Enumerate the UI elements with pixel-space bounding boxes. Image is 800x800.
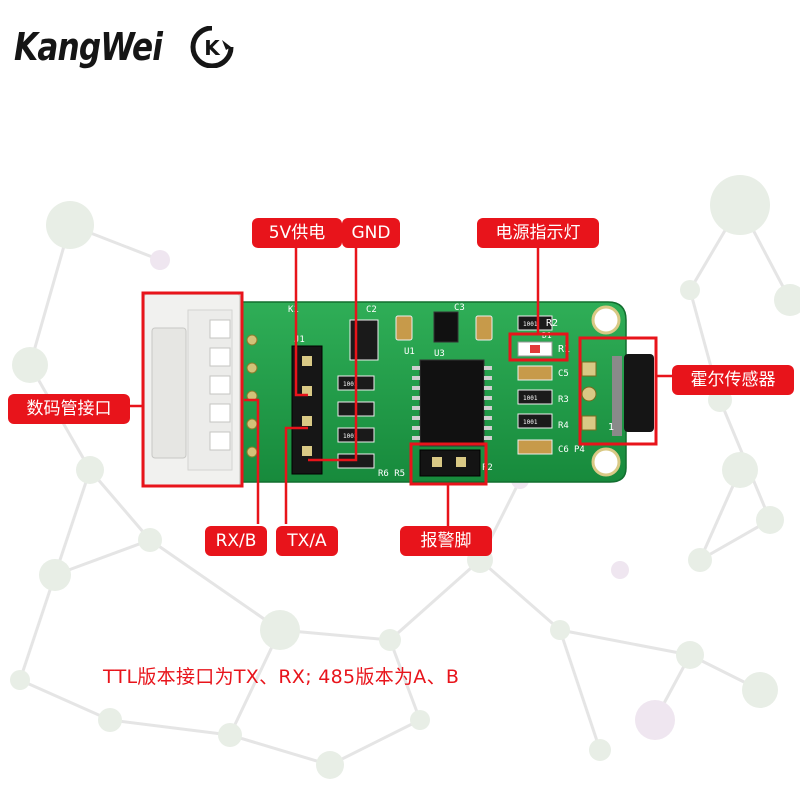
label-rx-b: RX/B [205,526,267,556]
display-connector [143,293,241,487]
right-components [517,315,553,455]
cap-c2 [395,315,413,341]
line-5v [294,248,308,397]
mark-p4: P4 [574,445,585,455]
brand-wordmark: KangWei [14,25,163,69]
label-tx-a: TX/A [276,526,338,556]
highlight-power-led [508,332,569,362]
mark-res-d: 1001 [343,381,358,388]
brand-logo: KangWei K [14,22,234,72]
brand-mark-letter: K [204,36,221,60]
mark-hall-1: 1 [608,422,614,433]
label-alarm-pin: 报警脚 [400,526,492,556]
mark-r2: R2 [546,318,558,329]
mark-u1: U1 [404,347,415,357]
regulator-ic [433,311,459,343]
mark-c5: C5 [558,369,569,379]
highlight-display-connector [141,291,244,488]
alarm-jumper [419,449,481,477]
hall-sensor-pcb: R2 R1 C5 R3 R4 C6 P4 D1 C2 C3 U3 U1 P2 K… [143,293,654,487]
mark-u3: U3 [434,349,445,359]
mark-k1: K1 [288,305,299,315]
hall-sensor-component [612,354,654,436]
mark-res-e: 1001 [343,433,358,440]
mark-c6: C6 [558,445,569,455]
hall-pads [581,361,597,431]
version-caption: TTL版本接口为TX、RX; 485版本为A、B [103,666,460,688]
mark-res-a: 1001 [523,321,538,328]
mark-j1: J1 [294,335,305,345]
line-rx [244,398,260,524]
label-hall-sensor: 霍尔传感器 [672,365,794,395]
label-5v-power: 5V供电 [252,218,342,248]
line-gnd [308,248,358,462]
label-power-led: 电源指示灯 [477,218,599,248]
mark-r3: R3 [558,395,569,405]
label-display-port: 数码管接口 [8,394,130,424]
main-ic [412,359,492,447]
cap-c3 [475,315,493,341]
mark-res-b: 1001 [523,395,538,402]
mark-r1: R1 [558,344,570,355]
highlight-hall-sensor [578,336,658,446]
mark-c2: C2 [366,305,377,315]
mark-r6r5: R6 R5 [378,469,405,479]
mount-hole-bottom [591,447,621,477]
mark-c3: C3 [454,303,465,313]
line-tx [284,426,308,524]
highlight-alarm-jumper [409,442,488,486]
brand-mark-icon: K [190,26,234,68]
label-gnd: GND [342,218,400,248]
mark-r4: R4 [558,421,569,431]
mark-res-c: 1001 [523,419,538,426]
mount-hole-top [591,305,621,335]
